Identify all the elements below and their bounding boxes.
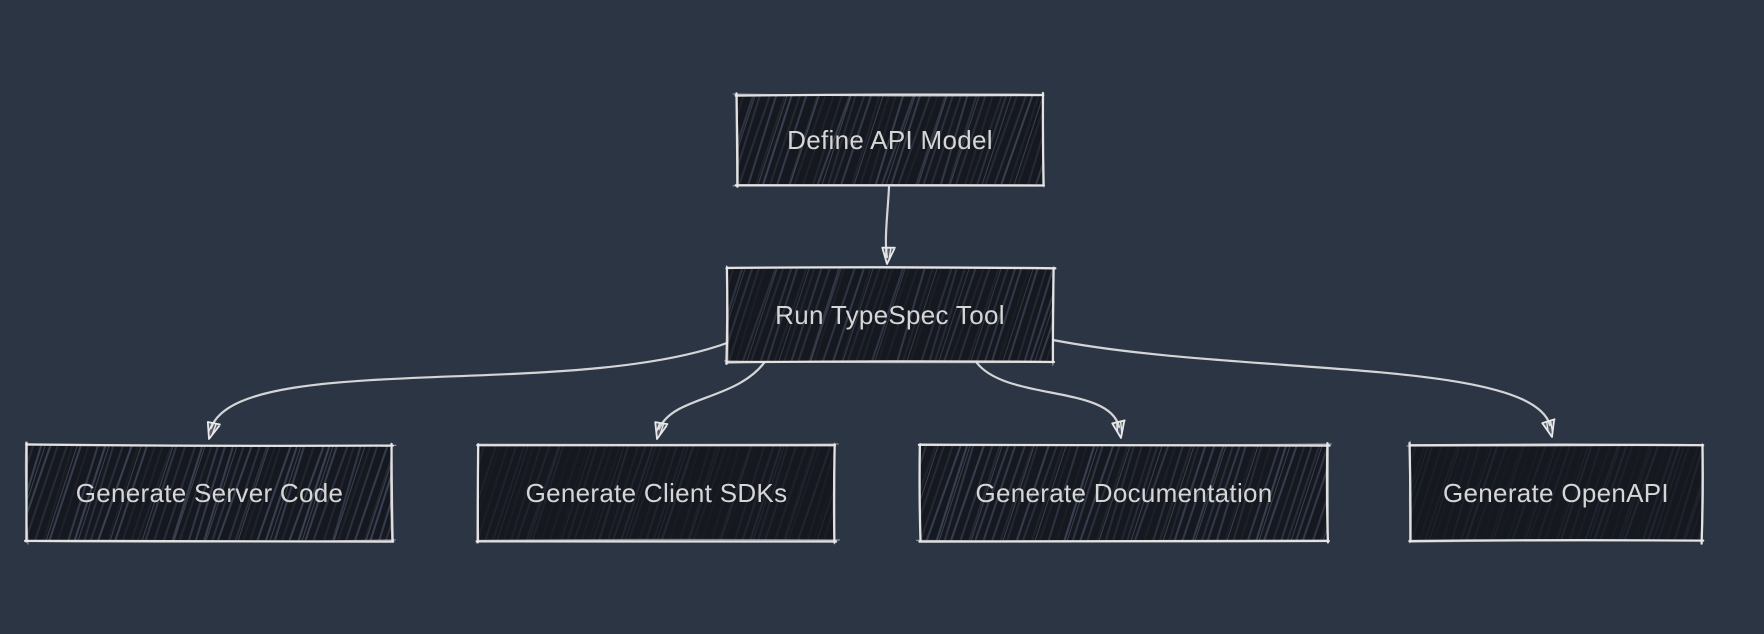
arrowhead-sdk	[654, 421, 669, 440]
arrowhead-layer	[206, 246, 1556, 440]
edge-run-to-sdk	[657, 361, 766, 431]
node-shape-define	[732, 91, 1046, 188]
node-shape-sdk	[475, 442, 840, 545]
node-shape-docs	[916, 442, 1332, 544]
node-shape-run	[724, 265, 1057, 366]
edge-run-to-openapi	[1051, 338, 1552, 427]
node-shape-server	[23, 441, 397, 545]
edge-layer	[209, 185, 1552, 431]
node-shape-openapi	[1406, 440, 1705, 545]
edge-define-to-run	[884, 185, 891, 259]
arrowhead-docs	[1111, 419, 1126, 439]
edge-run-to-docs	[975, 361, 1121, 429]
arrowhead-server	[206, 421, 221, 440]
arrowhead-openapi	[1541, 418, 1556, 438]
edge-run-to-server	[209, 341, 729, 430]
node-layer	[23, 91, 1705, 545]
arrowhead-run	[881, 246, 896, 265]
